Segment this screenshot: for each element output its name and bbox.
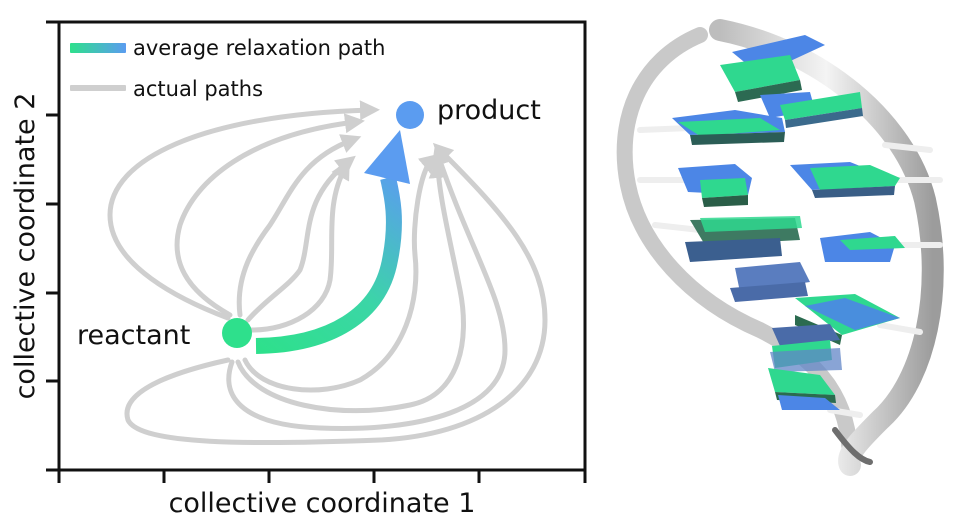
average-path-stroke — [255, 176, 402, 354]
base-pair — [685, 216, 802, 262]
product-dot — [396, 101, 424, 129]
x-axis-label: collective coordinate 1 — [169, 488, 476, 519]
base-pair — [790, 162, 900, 198]
actual-path — [245, 155, 356, 323]
y-axis-label: collective coordinate 2 — [10, 93, 41, 400]
plot-frame — [57, 20, 587, 472]
reactant-label: reactant — [77, 320, 190, 351]
actual-path — [124, 142, 548, 446]
backbone-ribbon-front-edge — [832, 427, 873, 465]
legend-actual-swatch — [70, 85, 126, 91]
legend-average-label: average relaxation path — [133, 36, 385, 60]
x-axis-ticks — [57, 470, 587, 483]
actual-paths — [107, 100, 548, 446]
base-connectors — [637, 125, 943, 418]
base-pair — [760, 92, 863, 128]
actual-path — [249, 159, 350, 333]
actual-path — [107, 100, 380, 321]
base-pair — [720, 35, 825, 102]
base-pair — [672, 110, 785, 145]
backbone-ribbon-back — [616, 27, 858, 468]
average-relaxation-path — [255, 130, 410, 354]
average-path-arrowhead — [364, 130, 410, 184]
y-axis-ticks — [46, 20, 59, 472]
actual-path — [235, 158, 466, 414]
reactant-dot — [222, 318, 252, 348]
dna-helix-illustration — [616, 19, 944, 476]
energy-landscape-plot: reactant product average relaxation path… — [10, 20, 587, 519]
base-pair — [820, 232, 905, 262]
base-pair — [730, 262, 810, 302]
legend: average relaxation path actual paths — [70, 36, 385, 101]
base-pairs — [672, 35, 905, 410]
legend-average-swatch — [70, 43, 126, 53]
actual-path — [226, 145, 508, 431]
actual-path — [174, 113, 365, 318]
actual-path — [236, 134, 362, 318]
backbone-ribbon-front — [709, 19, 944, 476]
base-pair — [768, 368, 840, 410]
actual-path — [242, 153, 440, 393]
base-pair — [770, 324, 842, 372]
product-label: product — [437, 95, 541, 126]
base-pair — [678, 164, 752, 207]
legend-actual-label: actual paths — [133, 77, 263, 101]
